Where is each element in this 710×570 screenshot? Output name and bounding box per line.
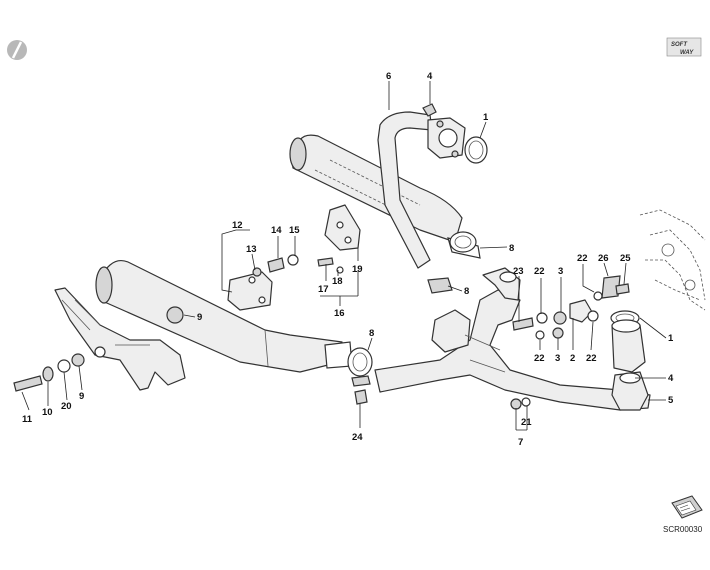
- callout-5: 5: [668, 395, 674, 406]
- upper-silencer-bracket: [317, 204, 361, 274]
- vertical-header-pipe: [377, 111, 433, 269]
- top-flange: [422, 103, 488, 164]
- callout-7: 7: [518, 437, 523, 448]
- footer-code: SCR00030: [663, 525, 703, 534]
- callout-19: 19: [352, 264, 363, 275]
- lower-bolts: [354, 389, 531, 410]
- callout-22-a: 22: [534, 266, 545, 277]
- callout-25: 25: [620, 253, 631, 264]
- callout-labels: 6 4 1 8 12 13 14 15 9 19 18 17 16 8 23 2…: [22, 71, 674, 448]
- callout-6: 6: [386, 71, 391, 82]
- upper-silencer: [289, 134, 481, 259]
- callout-22-c: 22: [534, 353, 545, 364]
- callout-22-d: 22: [586, 353, 597, 364]
- callout-22-b: 22: [577, 253, 588, 264]
- y-pipe-assembly: [374, 267, 651, 411]
- footpeg-hardware: [13, 353, 85, 392]
- logo-line-1: SOFT: [671, 42, 688, 48]
- callout-17: 17: [318, 284, 329, 295]
- callout-16: 16: [334, 308, 345, 319]
- callout-12: 12: [232, 220, 243, 231]
- callout-3-b: 3: [555, 353, 560, 364]
- hardware-cluster: [512, 275, 630, 340]
- callout-3-a: 3: [558, 266, 563, 277]
- callout-8-upper: 8: [509, 243, 514, 254]
- book-icon: [671, 495, 703, 519]
- callout-1-lower: 1: [668, 333, 674, 344]
- callout-8-middle: 8: [464, 286, 469, 297]
- callout-21: 21: [521, 417, 532, 428]
- callout-11: 11: [22, 414, 33, 425]
- callout-8-lower: 8: [369, 328, 374, 339]
- softway-logo: SOFT WAY: [666, 37, 702, 57]
- callout-4-top: 4: [427, 71, 433, 82]
- callout-1-top: 1: [483, 112, 489, 123]
- front-exhaust-elbow: [610, 310, 646, 373]
- frame-outline: [639, 209, 706, 311]
- lower-clamp: [347, 347, 373, 387]
- lower-silencer: [95, 259, 353, 373]
- section-indicator-icon: [7, 40, 27, 60]
- callout-26: 26: [598, 253, 609, 264]
- callout-14: 14: [271, 225, 282, 236]
- callout-13: 13: [246, 244, 257, 255]
- callout-23: 23: [513, 266, 524, 277]
- callout-9-footpeg: 9: [79, 391, 84, 402]
- callout-18: 18: [332, 276, 343, 287]
- leader-lines: [21, 81, 667, 431]
- logo-line-2: WAY: [680, 50, 694, 56]
- callout-10: 10: [42, 407, 53, 418]
- callout-9-silencer: 9: [197, 312, 202, 323]
- silencer-bolts: [252, 254, 299, 277]
- callout-2: 2: [570, 353, 575, 364]
- footpeg-bracket: [54, 287, 186, 391]
- callout-15: 15: [289, 225, 300, 236]
- callout-24: 24: [352, 432, 363, 443]
- callout-4-lower: 4: [668, 373, 674, 384]
- callout-20: 20: [61, 401, 72, 412]
